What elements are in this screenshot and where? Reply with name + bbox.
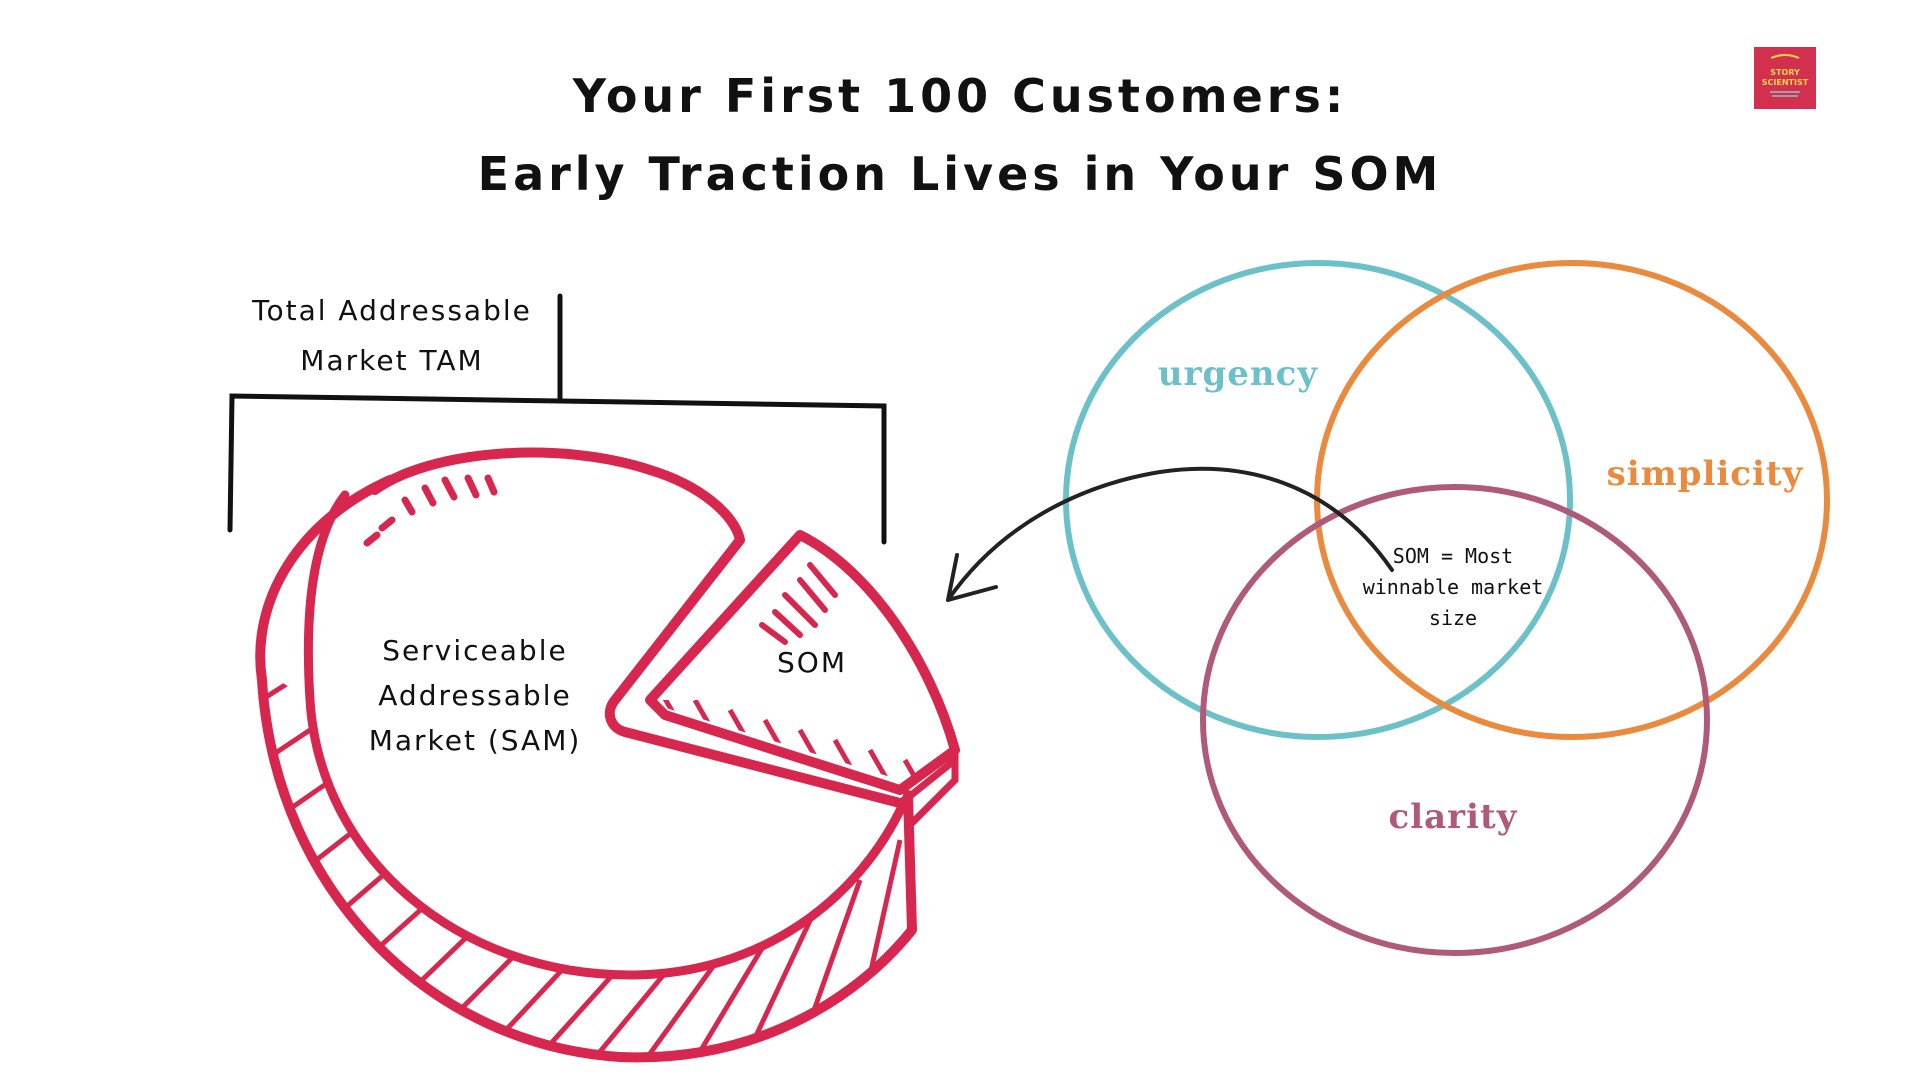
- title-line-1: Your First 100 Customers:: [572, 69, 1348, 123]
- venn-center-line-2: winnable market: [1363, 575, 1544, 599]
- sam-label-line-2: Addressable: [378, 679, 571, 712]
- logo-flame-icon: [1770, 54, 1800, 59]
- logo-background: [1754, 47, 1816, 109]
- som-label: SOM: [777, 646, 847, 679]
- sam-label-line-3: Market (SAM): [369, 724, 582, 757]
- tam-label-line-2: Market TAM: [300, 344, 483, 377]
- sam-highlight-marks: [363, 474, 498, 547]
- sam-rim-hatching: [262, 670, 903, 1056]
- venn-center-line-3: size: [1429, 606, 1477, 630]
- tam-label-line-1: Total Addressable: [251, 294, 532, 327]
- story-scientist-logo: STORY SCIENTIST: [1754, 47, 1816, 109]
- arrow-to-som: [946, 466, 1394, 602]
- logo-cart-icon: [1770, 91, 1800, 97]
- venn-label-simplicity: simplicity: [1607, 454, 1804, 494]
- venn-label-urgency: urgency: [1158, 354, 1318, 394]
- venn-center-line-1: SOM = Most: [1393, 544, 1513, 568]
- tam-bracket: [227, 293, 887, 545]
- sam-label-line-1: Serviceable: [382, 634, 567, 667]
- logo-text-line-2: SCIENTIST: [1762, 78, 1809, 87]
- venn-label-clarity: clarity: [1389, 797, 1518, 837]
- sam-pie: [255, 447, 960, 1063]
- title-line-2: Early Traction Lives in Your SOM: [478, 147, 1443, 201]
- venn-circle-clarity: [1200, 484, 1710, 956]
- logo-text-line-1: STORY: [1770, 68, 1800, 77]
- som-highlight-marks: [759, 562, 838, 645]
